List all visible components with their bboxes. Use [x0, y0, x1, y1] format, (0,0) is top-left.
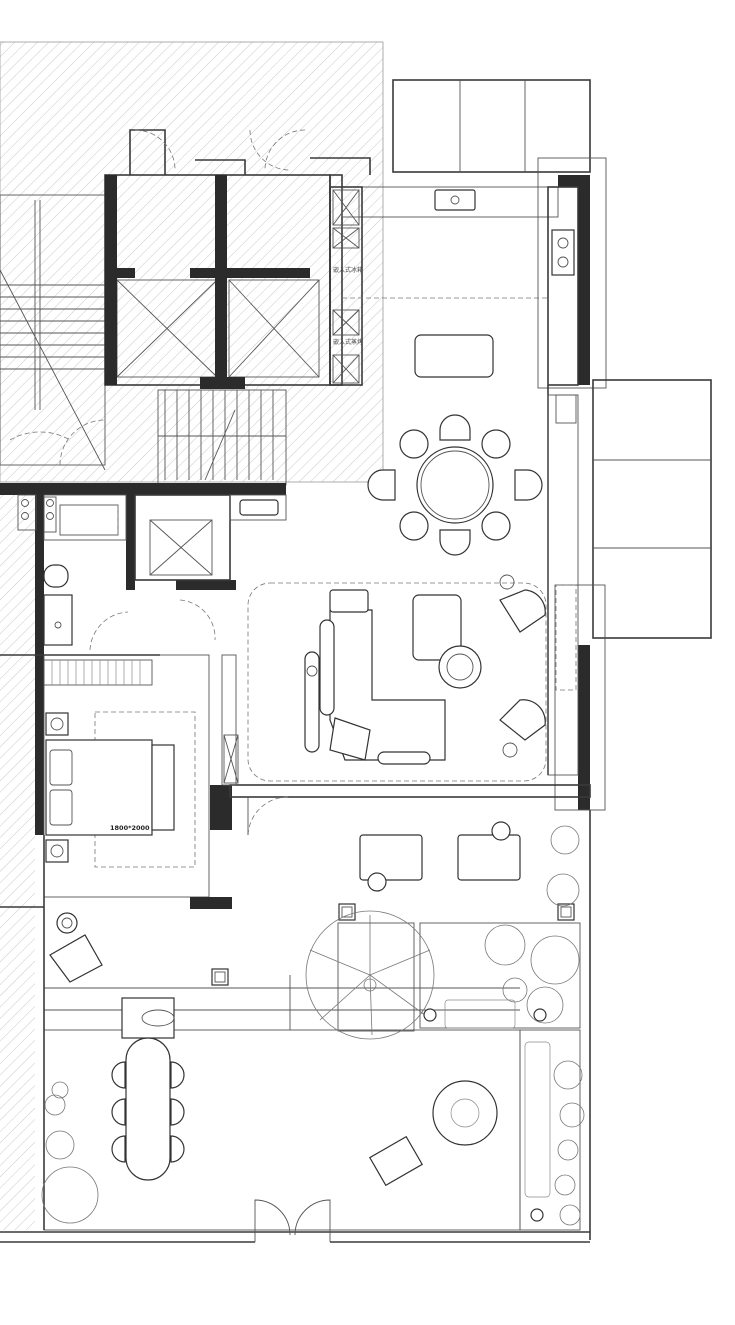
- left-staircase: [0, 194, 106, 471]
- dining-chairs: [367, 414, 543, 556]
- ottoman: [412, 594, 462, 661]
- kitchen-island: [414, 334, 494, 378]
- service-lift: [134, 494, 287, 581]
- outdoor-armchair: [49, 934, 103, 983]
- bedroom: 1800*2000: [0, 654, 291, 909]
- kitchen-sink: [434, 189, 476, 211]
- right-balconies: [392, 79, 712, 811]
- main-walls: [0, 174, 590, 835]
- living-dining-room: [229, 385, 591, 798]
- kitchen: 嵌入式冰箱 嵌入式蒸烤: [329, 186, 579, 386]
- entry-lift-block: [104, 129, 371, 389]
- lounger: [368, 1135, 424, 1187]
- vanity-basin: [43, 594, 73, 646]
- cooktop: [551, 229, 575, 276]
- outdoor-terrace: [0, 810, 591, 1243]
- double-bed: [45, 739, 153, 836]
- fridge-tag: 嵌入式冰箱: [333, 266, 363, 274]
- hatched-exterior-zones: [0, 41, 384, 1230]
- bbq-counter: [121, 997, 175, 1039]
- shrubs: [41, 825, 585, 1226]
- outdoor-dining-table: [125, 1037, 171, 1181]
- toilet: [43, 564, 69, 588]
- coffee-table: [438, 645, 482, 689]
- sectional-sofa: [329, 609, 446, 761]
- outdoor-dining-chairs: [111, 1061, 185, 1163]
- outdoor-sofa-2: [457, 834, 521, 881]
- oven-tag: 嵌入式蒸烤: [333, 338, 363, 346]
- round-outdoor-table: [432, 1080, 498, 1146]
- outdoor-sofa-1: [359, 834, 423, 881]
- bed-size-label: 1800*2000: [110, 824, 150, 832]
- round-dining-table: [416, 446, 494, 524]
- bathroom: [17, 494, 216, 651]
- lounge-chair-2: [499, 699, 546, 741]
- wardrobe: [43, 659, 153, 686]
- tree-planter: [337, 922, 415, 1032]
- nightstand-bottom: [45, 839, 69, 863]
- nightstand-top: [45, 712, 69, 736]
- living-rug: [247, 582, 547, 782]
- lounge-chair-1: [499, 589, 546, 633]
